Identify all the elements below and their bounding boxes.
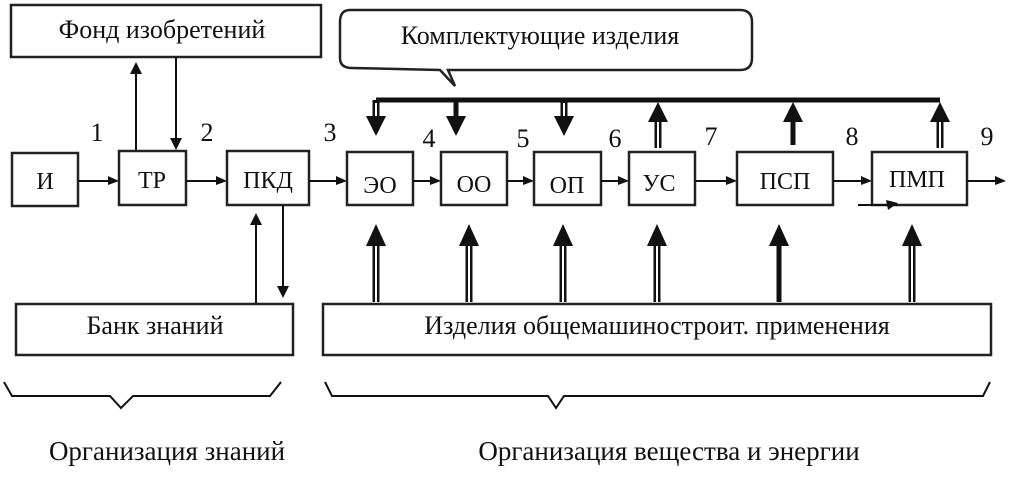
svg-text:ЭО: ЭО: [363, 173, 396, 199]
matter-energy-group-label: Организация вещества и энергии: [478, 436, 859, 466]
stage-number: 2: [201, 118, 214, 147]
stage-number: 7: [705, 122, 718, 151]
svg-text:УС: УС: [643, 171, 676, 197]
fund-of-inventions-label: Фонд изобретений: [59, 15, 266, 44]
general-parts-label: Изделия общемашиностроит. применения: [424, 311, 889, 340]
arrow-down-icon: [446, 116, 466, 136]
fund-of-inventions-box: Фонд изобретений: [9, 3, 323, 59]
knowledge-bank-box: Банк знаний: [14, 302, 295, 357]
stage-number: 6: [609, 124, 622, 153]
stage-number: 8: [846, 122, 859, 151]
arrow-down-icon: [277, 286, 289, 298]
arrow-down-icon: [170, 138, 182, 150]
svg-text:ОП: ОП: [550, 173, 585, 199]
general-parts-box: Изделия общемашиностроит. применения: [321, 302, 993, 357]
arrow-up-icon: [130, 62, 142, 74]
knowledge-group-label: Организация знаний: [49, 436, 285, 466]
svg-text:ПМП: ПМП: [889, 167, 945, 193]
knowledge-bank-label: Банк знаний: [87, 311, 224, 340]
arrow-up-icon: [930, 102, 950, 122]
svg-text:ПКД: ПКД: [243, 168, 293, 194]
supply-arrows: [366, 224, 922, 302]
chain-arrows: [78, 176, 1006, 210]
block-oo: ОО: [439, 150, 509, 207]
block-tr: ТР: [117, 149, 188, 207]
svg-text:ТР: ТР: [138, 168, 166, 194]
arrow-up-icon: [250, 213, 262, 225]
knowledge-brace: [3, 381, 282, 410]
block-psp: ПСП: [735, 150, 835, 207]
svg-text:ОО: ОО: [457, 172, 492, 198]
block-pmp: ПМП: [870, 150, 969, 207]
stage-number: 9: [981, 122, 994, 151]
stage-number: 4: [423, 124, 436, 153]
stage-number: 5: [517, 124, 530, 153]
components-label: Комплектующие изделия: [401, 21, 680, 50]
arrow-down-icon: [366, 116, 386, 136]
block-eo: ЭО: [345, 150, 415, 207]
block-op: ОП: [532, 150, 603, 207]
arrow-up-icon: [648, 102, 668, 122]
stage-number: 3: [324, 118, 337, 147]
block-pkd: ПКД: [225, 149, 311, 207]
stage-number: 1: [91, 118, 104, 147]
arrow-down-icon: [554, 116, 574, 136]
block-us: УС: [627, 150, 697, 207]
components-callout: Комплектующие изделия: [338, 8, 754, 87]
matter-energy-brace: [324, 381, 991, 410]
arrow-up-icon: [783, 102, 803, 122]
block-i: И: [10, 151, 80, 208]
svg-text:И: И: [36, 169, 53, 195]
svg-text:ПСП: ПСП: [760, 169, 811, 195]
